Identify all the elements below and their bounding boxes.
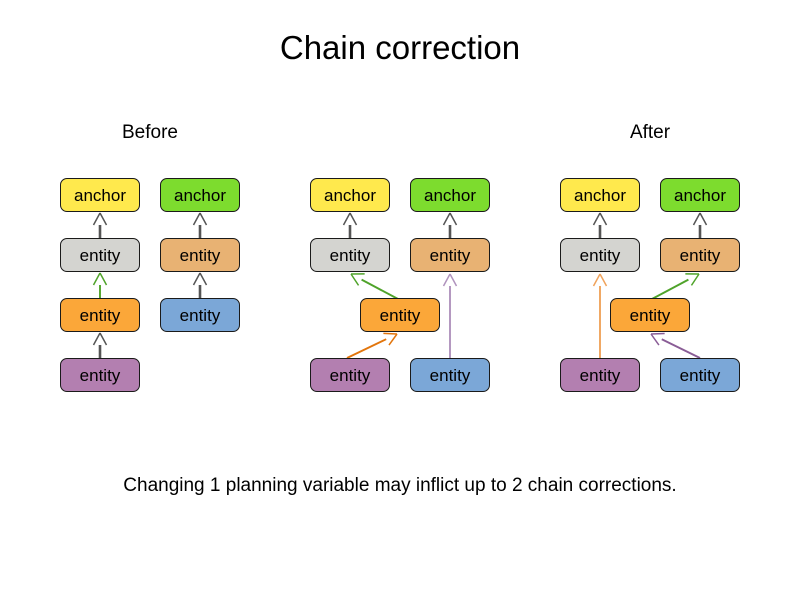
arrow-after-2: [592, 273, 608, 358]
node-a-ent-grey[interactable]: entity: [560, 238, 640, 272]
node-label: entity: [629, 305, 671, 325]
panel-label-after: After: [629, 122, 671, 143]
diagram-caption: Changing 1 planning variable may inflict…: [123, 475, 677, 496]
node-label: entity: [679, 245, 721, 265]
node-label: entity: [79, 245, 121, 265]
node-label: entity: [429, 365, 471, 385]
node-a-anchor-g[interactable]: anchor: [660, 178, 740, 212]
node-label: entity: [179, 245, 221, 265]
arrow-after-0: [592, 212, 608, 238]
node-a-ent-org[interactable]: entity: [610, 298, 690, 332]
node-b-anchor-g[interactable]: anchor: [160, 178, 240, 212]
node-label: entity: [79, 305, 121, 325]
node-a-ent-purp[interactable]: entity: [560, 358, 640, 392]
node-label: anchor: [424, 185, 476, 205]
node-label: entity: [429, 245, 471, 265]
node-a-ent-tan[interactable]: entity: [660, 238, 740, 272]
node-b-ent-blue[interactable]: entity: [160, 298, 240, 332]
node-label: entity: [679, 365, 721, 385]
arrow-before-0: [92, 212, 108, 238]
panel-label-before: Before: [122, 122, 178, 143]
node-label: entity: [579, 245, 621, 265]
arrow-before-2: [92, 272, 108, 298]
page-title: Chain correction: [279, 29, 521, 66]
arrow-during-4: [346, 332, 398, 359]
node-m-anchor-g[interactable]: anchor: [410, 178, 490, 212]
node-label: entity: [579, 365, 621, 385]
node-a-ent-blue[interactable]: entity: [660, 358, 740, 392]
arrow-during-1: [442, 212, 458, 238]
node-label: anchor: [74, 185, 126, 205]
node-b-ent-grey[interactable]: entity: [60, 238, 140, 272]
arrow-after-3: [651, 273, 700, 300]
node-m-ent-tan[interactable]: entity: [410, 238, 490, 272]
arrow-after-4: [650, 332, 701, 359]
node-m-anchor-y[interactable]: anchor: [310, 178, 390, 212]
node-m-ent-grey[interactable]: entity: [310, 238, 390, 272]
node-a-anchor-y[interactable]: anchor: [560, 178, 640, 212]
arrow-during-0: [342, 212, 358, 238]
node-label: entity: [79, 365, 121, 385]
node-m-ent-blue[interactable]: entity: [410, 358, 490, 392]
node-label: anchor: [174, 185, 226, 205]
arrow-during-2: [350, 273, 399, 300]
node-b-ent-purp[interactable]: entity: [60, 358, 140, 392]
arrow-before-4: [92, 332, 108, 358]
node-m-ent-org[interactable]: entity: [360, 298, 440, 332]
arrow-before-3: [192, 272, 208, 298]
arrow-after-1: [692, 212, 708, 238]
node-label: anchor: [324, 185, 376, 205]
node-b-ent-tan[interactable]: entity: [160, 238, 240, 272]
node-m-ent-purp[interactable]: entity: [310, 358, 390, 392]
node-b-ent-org[interactable]: entity: [60, 298, 140, 332]
node-label: entity: [379, 305, 421, 325]
node-label: entity: [329, 365, 371, 385]
node-label: entity: [179, 305, 221, 325]
node-label: entity: [329, 245, 371, 265]
node-label: anchor: [674, 185, 726, 205]
arrow-during-3: [442, 273, 458, 358]
arrow-before-1: [192, 212, 208, 238]
node-label: anchor: [574, 185, 626, 205]
node-b-anchor-y[interactable]: anchor: [60, 178, 140, 212]
